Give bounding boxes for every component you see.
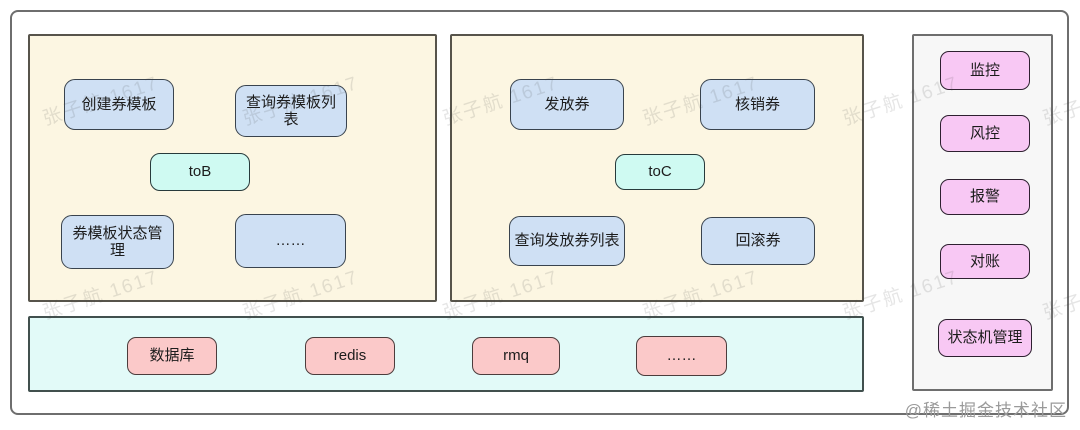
verify-coupon-box: 核销券 — [700, 79, 815, 130]
ops-panel: 监控 风控 报警 对账 状态机管理 — [912, 34, 1053, 391]
juejin-credit-watermark: @稀土掘金技术社区 — [904, 401, 1067, 420]
state-machine-management-box: 状态机管理 — [938, 319, 1032, 357]
tob-service-panel: 创建券模板 查询券模板列表 toB 券模板状态管理 …… — [28, 34, 437, 302]
infra-panel: 数据库 redis rmq …… — [28, 316, 864, 392]
rmq-box: rmq — [472, 337, 560, 375]
database-box: 数据库 — [127, 337, 217, 375]
issue-coupon-box: 发放券 — [510, 79, 624, 130]
query-coupon-template-list-box: 查询券模板列表 — [235, 85, 347, 137]
tob-tag-box: toB — [150, 153, 250, 191]
query-issued-coupon-list-box: 查询发放券列表 — [509, 216, 625, 266]
rollback-coupon-box: 回滚券 — [701, 217, 815, 265]
toc-service-panel: 发放券 核销券 toC 查询发放券列表 回滚券 — [450, 34, 864, 302]
risk-control-box: 风控 — [940, 115, 1030, 152]
monitoring-box: 监控 — [940, 51, 1030, 90]
outer-frame — [10, 10, 1069, 415]
redis-box: redis — [305, 337, 395, 375]
infra-ellipsis-box: …… — [636, 336, 727, 376]
tob-ellipsis-box: …… — [235, 214, 346, 268]
alerting-box: 报警 — [940, 179, 1030, 215]
coupon-template-status-management-box: 券模板状态管理 — [61, 215, 174, 269]
toc-tag-box: toC — [615, 154, 705, 190]
reconciliation-box: 对账 — [940, 244, 1030, 279]
create-coupon-template-box: 创建券模板 — [64, 79, 174, 130]
